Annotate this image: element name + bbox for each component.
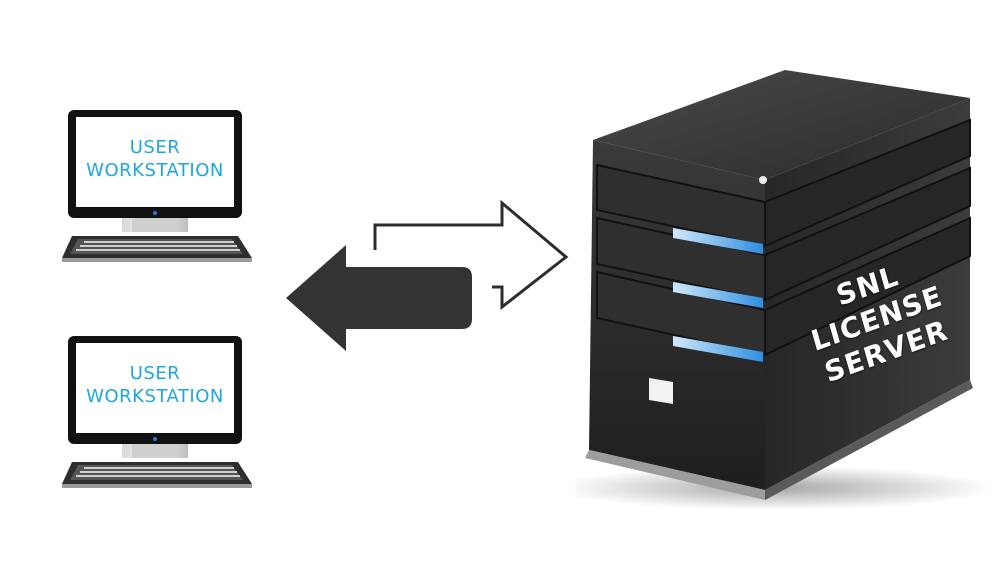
led-indicator [673,228,763,254]
workstation-label-line2: WORKSTATION [86,386,224,407]
workstation-label-line1: USER [129,137,181,158]
power-button-icon [649,378,673,404]
keyboard-icon [62,236,252,262]
workstation-label-line1: USER [129,363,181,384]
keyboard-icon [62,462,252,488]
workstation-label-line2: WORKSTATION [86,160,224,181]
right-arrow-outline-icon [373,199,569,311]
server-tower-icon [575,70,995,510]
workstation-icon [62,110,252,262]
user-workstation-2: USER WORKSTATION [62,334,262,494]
user-workstation-1: USER WORKSTATION [62,108,262,268]
data-flow-arrows [286,199,569,351]
workstation-icon [62,336,252,488]
workstation-label: USER WORKSTATION [76,136,234,182]
led-indicator [673,282,763,308]
left-arrow-icon [286,245,472,351]
led-indicator [673,336,763,362]
workstation-label: USER WORKSTATION [76,362,234,408]
